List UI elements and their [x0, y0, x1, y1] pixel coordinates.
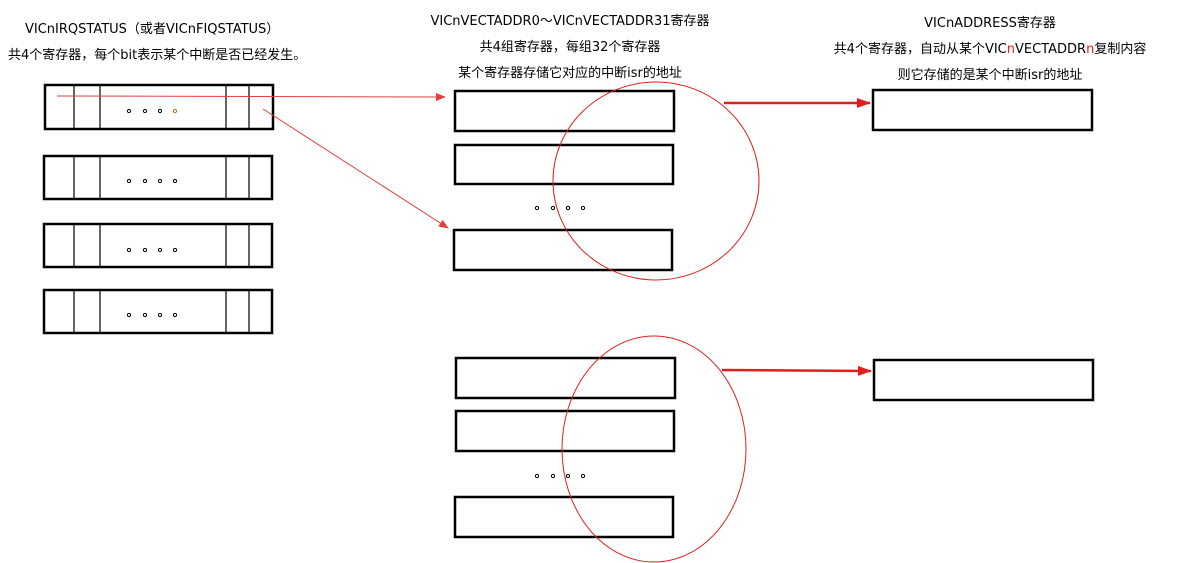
- highlight-circle-2: [561, 335, 747, 563]
- vectaddr-description-1: 共4组寄存器，每组32个寄存器: [479, 40, 661, 55]
- irqstatus-register-3: [42, 288, 274, 335]
- vectaddr-group2-register-1: [454, 409, 676, 453]
- address-description-1: 共4个寄存器，自动从某个VICnVECTADDRn复制内容: [833, 42, 1147, 57]
- irqstatus-description: 共4个寄存器，每个bit表示某个中断是否已经发生。: [8, 48, 307, 63]
- address-title: VICnADDRESS寄存器: [924, 16, 1056, 31]
- address-description-2: 则它存储的是某个中断isr的地址: [897, 68, 1083, 83]
- vectaddr-title: VICnVECTADDR0～VICnVECTADDR31寄存器: [430, 14, 710, 29]
- address-register-1: [872, 358, 1095, 402]
- vectaddr-description-2: 某个寄存器存储它对应的中断isr的地址: [458, 66, 682, 81]
- highlight-circle-1: [552, 81, 760, 281]
- irqstatus-register-2: [42, 222, 274, 269]
- ellipsis-dots: [126, 108, 586, 479]
- irqstatus-title: VICnIRQSTATUS（或者VICnFIQSTATUS）: [25, 22, 280, 37]
- vectaddr-group2-register-31: [453, 495, 675, 539]
- status-to-vectaddr0-arrow: [56, 92, 446, 101]
- vectaddr-group1-register-0: [453, 89, 676, 133]
- status-to-vectaddr31-arrow: [262, 108, 449, 229]
- vectaddr-group1-register-1: [453, 143, 675, 186]
- irqstatus-register-0: [43, 83, 275, 131]
- vectaddr-group2-register-0: [454, 356, 677, 400]
- irqstatus-register-1: [42, 154, 274, 201]
- vectaddr-group1-register-31: [452, 228, 674, 272]
- address-register-0: [871, 88, 1094, 132]
- vectaddr-to-address-arrow-2: [721, 365, 872, 376]
